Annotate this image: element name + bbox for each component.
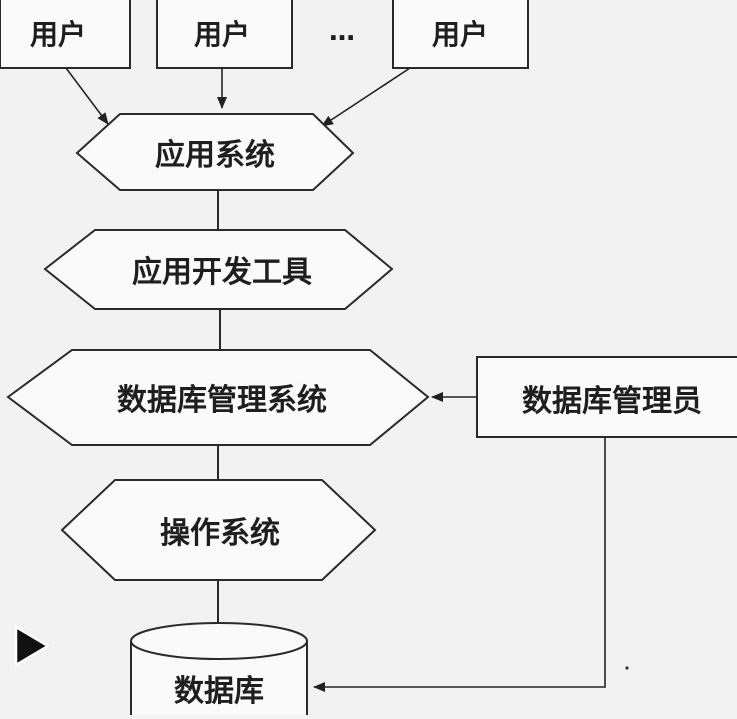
play-icon[interactable] <box>12 624 52 668</box>
dev-tools-hexagon: 应用开发工具 <box>43 229 394 310</box>
users-ellipsis: … <box>329 17 355 47</box>
user-box-3-label: 用户 <box>432 18 488 51</box>
arrow-dba-to-database <box>313 437 606 692</box>
database-cylinder: 数据库 <box>130 622 308 719</box>
user-box-2-label: 用户 <box>194 18 250 51</box>
app-system-hexagon: 应用系统 <box>75 113 355 191</box>
dba-box: 数据库管理员 <box>476 356 737 438</box>
dbms-hexagon: 数据库管理系统 <box>6 349 430 446</box>
speck-dot <box>625 666 629 670</box>
arrow-user1-to-app <box>65 67 109 125</box>
database-label: 数据库 <box>174 674 264 709</box>
user-box-2: 用户 <box>156 0 293 69</box>
user-box-1-label: 用户 <box>30 18 86 51</box>
app-system-label: 应用系统 <box>155 138 275 173</box>
arrow-user3-to-app <box>321 67 411 127</box>
dba-label: 数据库管理员 <box>522 384 702 419</box>
user-box-1: 用户 <box>0 0 131 69</box>
dev-tools-label: 应用开发工具 <box>132 255 312 290</box>
user-box-3: 用户 <box>392 0 529 69</box>
dbms-label: 数据库管理系统 <box>117 383 327 418</box>
os-label: 操作系统 <box>160 516 280 551</box>
os-hexagon: 操作系统 <box>60 479 377 581</box>
